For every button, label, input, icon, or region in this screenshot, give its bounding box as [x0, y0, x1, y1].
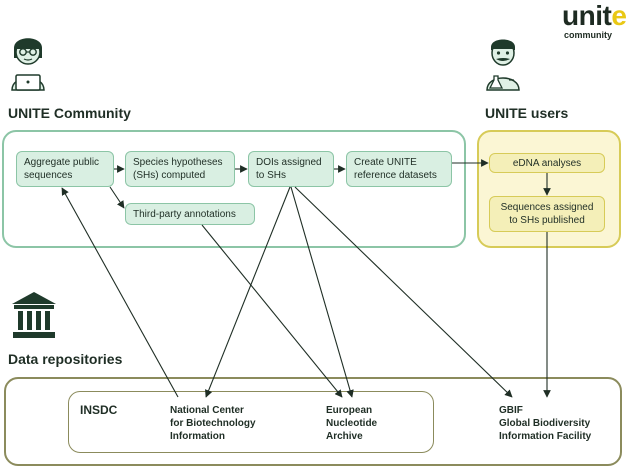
ncbi-line-3: Information: [170, 431, 225, 442]
logo-word-main: unit: [562, 0, 612, 31]
repositories-title: Data repositories: [8, 351, 123, 367]
ncbi-line-1: National Center: [170, 405, 244, 416]
community-region: [2, 130, 466, 248]
arrow-dois-to-ena: [290, 186, 354, 398]
arrow-thirdparty-to-ena: [201, 224, 343, 398]
unite-logo: unite community: [562, 0, 628, 41]
ena-line-3: Archive: [326, 431, 363, 442]
node-aggregate: Aggregate public sequences: [16, 151, 114, 187]
insdc-region: [68, 391, 434, 453]
person-flask-icon: [486, 39, 520, 91]
node-create-datasets: Create UNITE reference datasets: [346, 151, 452, 187]
node-dois: DOIs assigned to SHs: [248, 151, 334, 187]
ena-line-2: Nucleotide: [326, 418, 378, 429]
person-laptop-icon: [11, 38, 45, 91]
gbif-line-1: GBIF: [499, 405, 523, 416]
gbif-label: GBIF Global Biodiversity Information Fac…: [499, 404, 591, 443]
node-published: Sequences assigned to SHs published: [489, 196, 605, 232]
logo-subtitle: community: [564, 30, 613, 40]
gbif-line-2: Global Biodiversity: [499, 418, 591, 429]
insdc-label: INSDC: [80, 403, 118, 417]
users-title: UNITE users: [485, 105, 569, 121]
arrow-dois-to-gbif: [294, 186, 513, 398]
repositories-region: [4, 377, 622, 466]
bank-icon: [12, 292, 56, 338]
community-title: UNITE Community: [8, 105, 131, 121]
node-edna: eDNA analyses: [489, 153, 605, 173]
node-species-hypotheses: Species hypotheses (SHs) computed: [125, 151, 235, 187]
arrow-dois-to-ncbi: [204, 186, 291, 398]
gbif-line-3: Information Facility: [499, 431, 592, 442]
ena-label: European Nucleotide Archive: [326, 404, 377, 443]
ncbi-label: National Center for Biotechnology Inform…: [170, 404, 256, 443]
ncbi-line-2: for Biotechnology: [170, 418, 256, 429]
logo-word-accent: e: [611, 0, 627, 31]
arrow-ncbi-to-aggregate: [61, 187, 179, 398]
arrow-aggregate-to-thirdparty: [109, 186, 125, 209]
ena-line-1: European: [326, 405, 373, 416]
node-third-party: Third-party annotations: [125, 203, 255, 225]
